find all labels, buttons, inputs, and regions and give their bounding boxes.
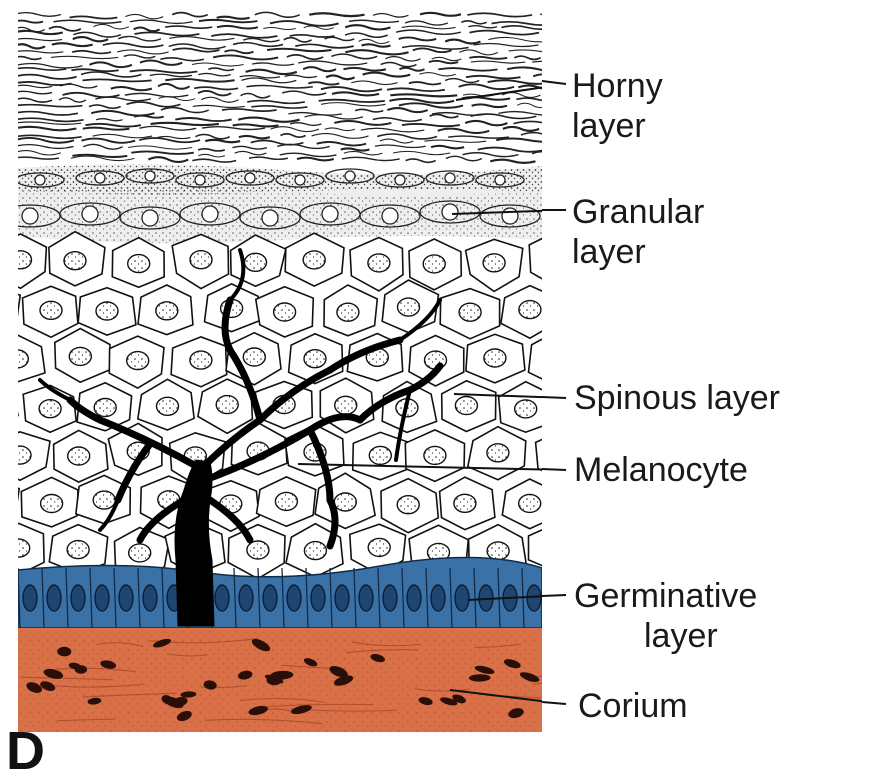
horny-layer-region [14,10,605,170]
panel-letter: D [6,724,45,778]
label-germinative-line2: layer [574,616,757,656]
label-spinous-layer: Spinous layer [574,378,780,418]
label-horny-line2: layer [572,106,663,146]
label-horny-line1: Horny [572,66,663,106]
label-corium: Corium [578,686,688,726]
label-horny-layer: Horny layer [572,66,663,146]
germinative-layer-region [18,557,542,628]
label-melanocyte: Melanocyte [574,450,748,490]
label-granular-layer: Granular layer [572,192,704,272]
label-germinative-line1: Germinative [574,576,757,616]
granular-layer-region [0,164,542,243]
corium-region [18,628,607,732]
spinous-layer-region [0,231,620,579]
label-germinative-layer: Germinative layer [574,576,757,656]
label-granular-line1: Granular [572,192,704,232]
label-granular-line2: layer [572,232,704,272]
